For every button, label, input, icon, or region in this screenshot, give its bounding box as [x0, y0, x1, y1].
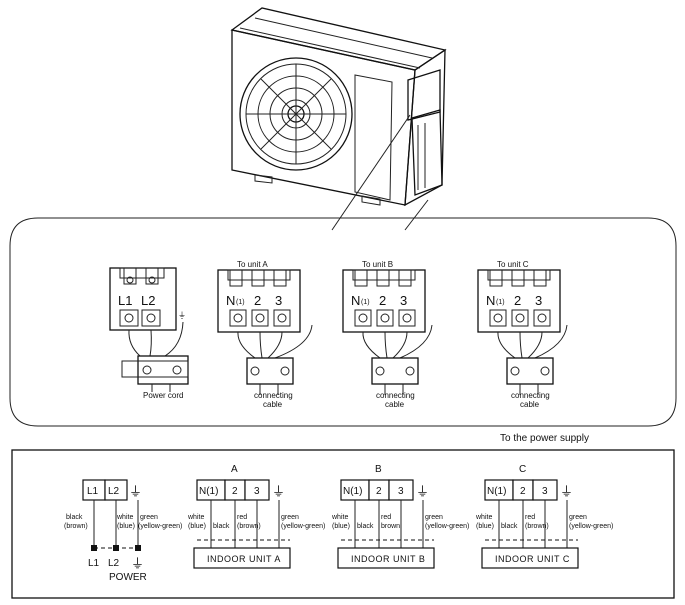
terminal-3-label: 3	[535, 293, 542, 308]
indoor-unit-a-label: INDOOR UNIT A	[207, 554, 281, 564]
wire-yellow-green-label: (yellow-green)	[138, 523, 182, 530]
wire-white-label: white	[187, 514, 204, 521]
wire-green-label: green	[140, 514, 158, 521]
terminal-3-label: 3	[254, 486, 260, 497]
ground-icon: ⏚	[560, 484, 573, 499]
wire-black-label: black	[66, 514, 83, 521]
terminal-2-label: 2	[379, 293, 386, 308]
terminal-n1-label: N(1)	[487, 486, 506, 497]
wire-brown-label: (brown)	[237, 523, 261, 530]
connecting-cable-label-a2: cable	[263, 400, 283, 409]
indoor-unit-b-label: INDOOR UNIT B	[351, 554, 425, 564]
wire-black-label: black	[213, 523, 230, 530]
terminal-l2-label: L2	[141, 293, 155, 308]
to-unit-b-label: To unit B	[362, 260, 393, 269]
schematic-l2-label: L2	[108, 486, 120, 497]
connecting-cable-label-a1: connecting	[254, 391, 293, 400]
unit-b-letter: B	[375, 464, 382, 475]
wire-yellow-green-label: (yellow-green)	[425, 523, 469, 530]
wire-red-label: red	[525, 514, 535, 521]
power-supply-caption: To the power supply	[500, 433, 589, 444]
terminal-l1-label: L1	[118, 293, 132, 308]
terminal-3-label: 3	[400, 293, 407, 308]
terminal-n-subscript: (1)	[236, 299, 245, 306]
power-terminal-schematic: L1 L2 ⏚ black (brown) white (blue) green…	[64, 479, 182, 583]
connecting-cable-label-b1: connecting	[376, 391, 415, 400]
terminal-n-label: N	[226, 293, 235, 308]
wire-white-label: white	[116, 514, 133, 521]
wire-green-label: green	[281, 514, 299, 521]
power-label: POWER	[109, 572, 147, 583]
ground-icon: ⏚	[416, 484, 429, 499]
schematic-l1-label: L1	[87, 486, 99, 497]
terminal-n-subscript: (1)	[496, 299, 505, 306]
connecting-cable-label-c2: cable	[520, 400, 540, 409]
wire-yellow-green-label: (yellow-green)	[569, 523, 613, 530]
connecting-cable-label-b2: cable	[385, 400, 405, 409]
outdoor-unit-illustration	[230, 7, 447, 231]
unit-a-terminal-block: To unit A N (1) 2 3 connecting cable	[217, 260, 313, 409]
terminal-3-label: 3	[398, 486, 404, 497]
terminal-2-label: 2	[514, 293, 521, 308]
wire-black-label: black	[357, 523, 374, 530]
unit-a-letter: A	[231, 464, 238, 475]
terminal-2-label: 2	[232, 486, 238, 497]
indoor-unit-c-label: INDOOR UNIT C	[495, 554, 570, 564]
unit-c-terminal-block: To unit C N (1) 2 3 connecting cable	[477, 260, 568, 409]
wire-yellow-green-label: (yellow-green)	[281, 523, 325, 530]
ground-icon: ⏚	[131, 556, 144, 571]
wire-green-label: green	[425, 514, 443, 521]
connecting-cable-label-c1: connecting	[511, 391, 550, 400]
wire-black-label: black	[501, 523, 518, 530]
power-cord-terminal-block: L1 L2 ⏚ Power cord	[109, 267, 189, 400]
wire-blue-label: (blue)	[117, 523, 135, 530]
to-unit-c-label: To unit C	[497, 260, 529, 269]
power-l1-label: L1	[88, 558, 100, 569]
power-l2-label: L2	[108, 558, 120, 569]
wire-red-label: red	[381, 514, 391, 521]
schematic-frame	[11, 449, 675, 599]
wire-green-label: green	[569, 514, 587, 521]
terminal-n-label: N	[486, 293, 495, 308]
terminal-n-subscript: (1)	[361, 299, 370, 306]
detail-panel-frame	[9, 217, 677, 427]
wire-blue-label: (blue)	[332, 523, 350, 530]
terminal-n1-label: N(1)	[199, 486, 218, 497]
wire-brown-label: brown	[381, 523, 400, 530]
terminal-3-label: 3	[542, 486, 548, 497]
unit-b-terminal-block: To unit B N (1) 2 3 connecting cable	[342, 260, 433, 409]
indoor-unit-a-schematic: A N(1) 2 3 ⏚ white (blue) black red (bro…	[187, 464, 325, 569]
wire-brown-label: (brown)	[64, 523, 88, 530]
ground-icon: ⏚	[129, 484, 142, 499]
wire-red-label: red	[237, 514, 247, 521]
terminal-3-label: 3	[275, 293, 282, 308]
terminal-n-label: N	[351, 293, 360, 308]
ground-icon: ⏚	[178, 311, 186, 320]
terminal-2-label: 2	[376, 486, 382, 497]
terminal-2-label: 2	[254, 293, 261, 308]
wire-white-label: white	[475, 514, 492, 521]
unit-c-letter: C	[519, 464, 526, 475]
ground-icon: ⏚	[272, 484, 285, 499]
indoor-unit-b-schematic: B N(1) 2 3 ⏚ white (blue) black red brow…	[331, 464, 469, 569]
wire-blue-label: (blue)	[476, 523, 494, 530]
to-unit-a-label: To unit A	[237, 260, 268, 269]
wire-brown-label: (brown)	[525, 523, 549, 530]
indoor-unit-c-schematic: C N(1) 2 3 ⏚ white (blue) black red (bro…	[475, 464, 613, 569]
wire-white-label: white	[331, 514, 348, 521]
wire-blue-label: (blue)	[188, 523, 206, 530]
terminal-n1-label: N(1)	[343, 486, 362, 497]
power-cord-label: Power cord	[143, 391, 183, 400]
terminal-2-label: 2	[520, 486, 526, 497]
